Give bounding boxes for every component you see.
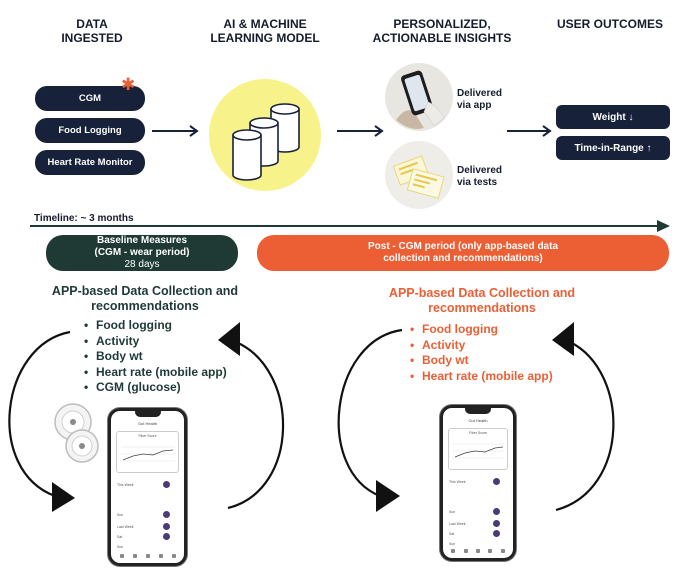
header-insights: PERSONALIZED, ACTIONABLE INSIGHTS: [372, 17, 512, 45]
list-item: Heart rate (mobile app): [410, 369, 553, 385]
test-delivery-image: [385, 141, 453, 209]
timeline-label: Timeline: ~ 3 months: [34, 213, 134, 224]
fiber-score-card: Fiber Score: [448, 428, 508, 470]
screen-title: Gut Health: [137, 421, 158, 426]
arrow-icon: [337, 125, 384, 137]
trend-line-icon: [453, 443, 505, 459]
list-item: Activity: [84, 334, 227, 350]
baseline-section-title: APP-based Data Collection and recommenda…: [51, 284, 239, 313]
list-item: Body wt: [410, 353, 553, 369]
outcome-weight-badge: Weight ↓: [556, 105, 670, 129]
trend-line-icon: [121, 446, 175, 462]
screen-title: Gut Health: [468, 418, 488, 423]
delivered-via-app-label: Delivered via app: [457, 88, 503, 111]
database-icon: [209, 79, 321, 191]
baseline-duration: 28 days: [124, 259, 160, 270]
post-phase-title: Post - CGM period (only app-based data c…: [367, 241, 558, 264]
baseline-phase-title: Baseline Measures (CGM - wear period): [94, 235, 190, 258]
input-pill-cgm: CGM: [35, 86, 145, 111]
header-user-outcomes: USER OUTCOMES: [556, 17, 663, 31]
tab-bar: [447, 549, 509, 555]
cycle-arrows: [337, 322, 615, 512]
list-item: Food logging: [410, 322, 553, 338]
outcome-time-in-range-badge: Time-in-Range ↑: [556, 136, 670, 160]
tab-bar: [115, 554, 180, 560]
asterisk-icon: ✱: [121, 75, 136, 94]
delivered-via-tests-label: Delivered via tests: [457, 165, 503, 188]
input-pill-heart-rate-monitor: Heart Rate Monitor: [35, 150, 145, 175]
app-delivery-image: [385, 63, 453, 131]
timeline-arrow: [30, 220, 670, 232]
baseline-phase-banner: Baseline Measures (CGM - wear period) 28…: [46, 235, 238, 271]
header-ai-model: AI & MACHINE LEARNING MODEL: [210, 17, 320, 45]
list-item: Food logging: [84, 318, 227, 334]
post-item-list: Food logging Activity Body wt Heart rate…: [410, 322, 553, 384]
arrow-icon: [152, 125, 199, 137]
arrow-icon: [507, 125, 552, 137]
list-item: CGM (glucose): [84, 380, 227, 396]
post-cgm-phase-banner: Post - CGM period (only app-based data c…: [257, 235, 669, 271]
cgm-sensor-image: [54, 403, 99, 463]
list-item: Body wt: [84, 349, 227, 365]
list-item: Heart rate (mobile app): [84, 365, 227, 381]
baseline-item-list: Food logging Activity Body wt Heart rate…: [84, 318, 227, 396]
post-section-title: APP-based Data Collection and recommenda…: [388, 286, 576, 315]
phone-mockup: Gut Health Fiber Score This Week Sun Las…: [108, 408, 187, 566]
cycle-arrows: [8, 322, 285, 512]
header-data-ingested: DATA INGESTED: [61, 17, 123, 45]
input-pill-food-logging: Food Logging: [35, 118, 145, 143]
phone-mockup: Gut Health Fiber Score This Week Sun Las…: [440, 405, 516, 561]
list-item: Activity: [410, 338, 553, 354]
fiber-score-card: Fiber Score: [116, 431, 179, 473]
